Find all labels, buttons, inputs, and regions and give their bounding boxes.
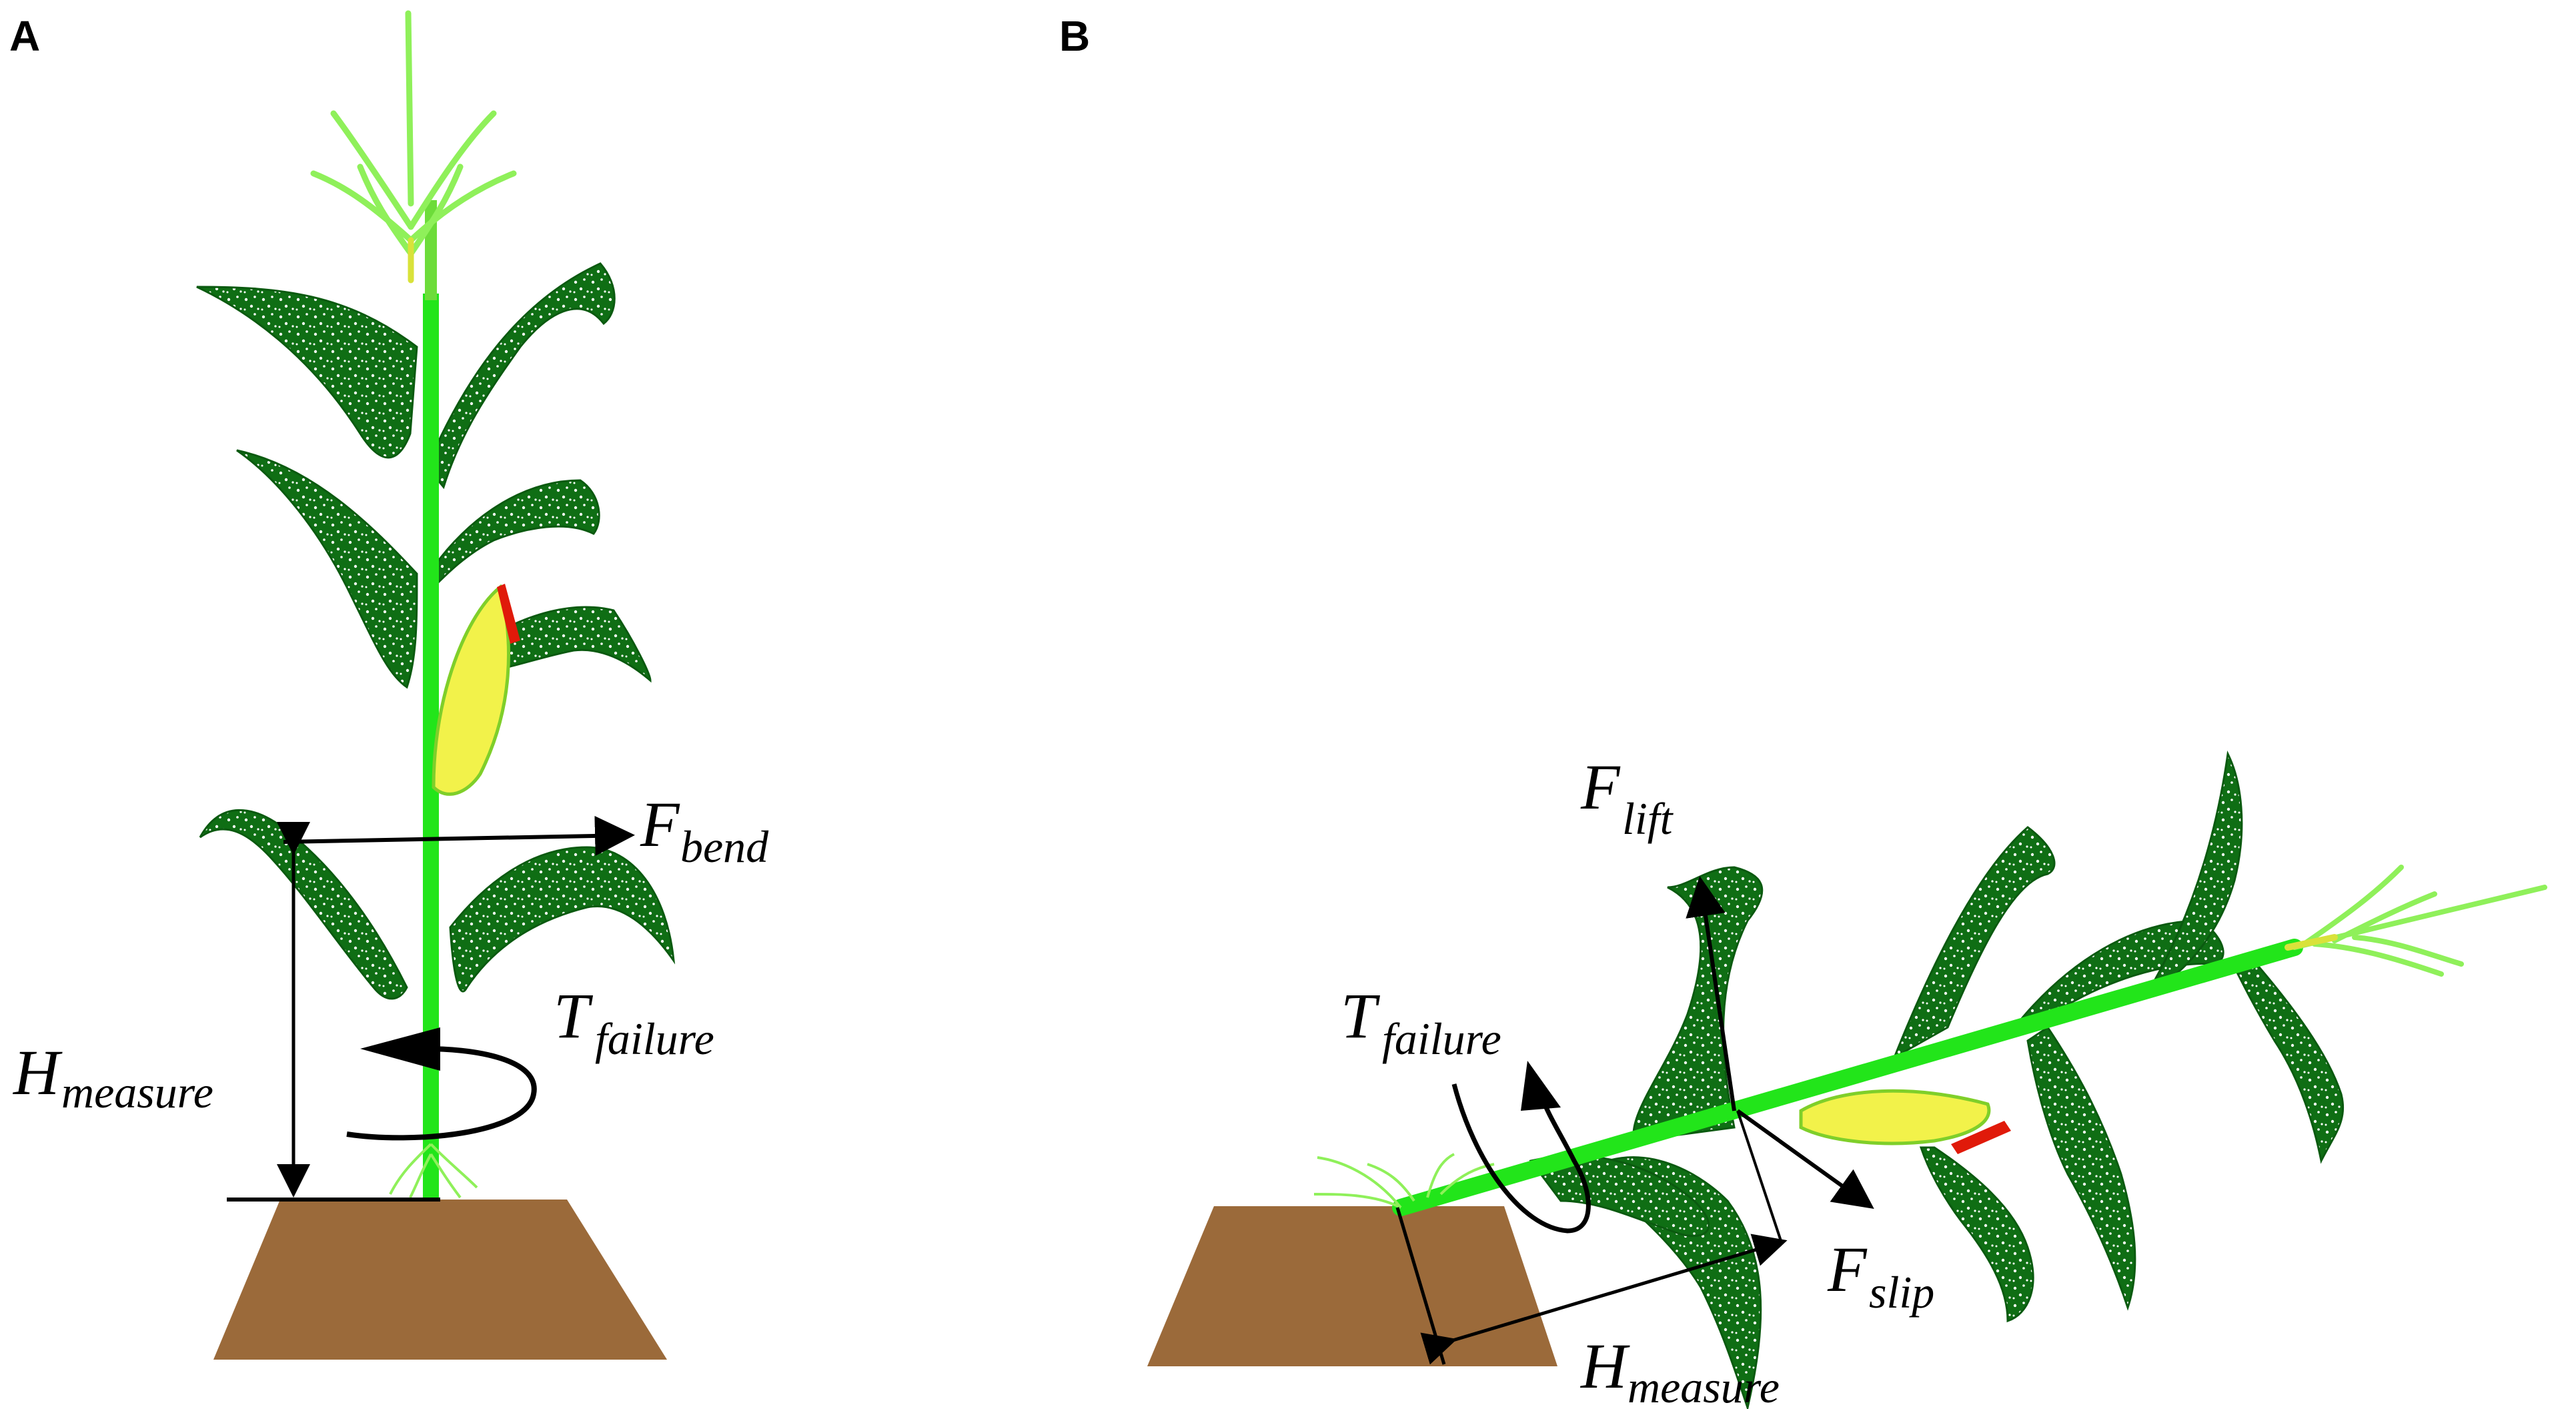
leaves-a (196, 262, 676, 1000)
f-slip-label: F slip (1827, 1234, 1934, 1318)
svg-text:F: F (1827, 1234, 1868, 1305)
panel-b-label: B (1059, 12, 1090, 60)
t-failure-arrow-a (346, 1045, 537, 1141)
f-bend-arrow (283, 815, 635, 856)
svg-text:measure: measure (61, 1067, 213, 1117)
svg-text:lift: lift (1622, 793, 1674, 844)
svg-text:F: F (640, 789, 680, 860)
leaf-b-upper-1 (1892, 826, 2056, 1060)
svg-text:T: T (1341, 980, 1381, 1051)
leaves-b (1529, 751, 2345, 1409)
svg-text:failure: failure (1382, 1013, 1501, 1064)
leaf-b-mid-lower (2026, 1025, 2136, 1311)
tassel-b (2285, 865, 2547, 977)
svg-text:H: H (1579, 1330, 1630, 1402)
leaf-a-mid-right (432, 479, 600, 590)
h-measure-label-a: H measure (12, 1037, 213, 1117)
h-measure-label-b: H measure (1579, 1330, 1780, 1409)
leaf-a-upper-right (426, 262, 616, 490)
t-failure-label-a: T failure (554, 980, 714, 1064)
leaf-a-lower-left (199, 809, 408, 1000)
f-lift-label: F lift (1580, 751, 1674, 844)
svg-text:measure: measure (1628, 1362, 1780, 1409)
tassel-a (310, 10, 517, 284)
t-failure-arrowhead-b (1521, 1061, 1561, 1111)
stalk-b (1392, 939, 2303, 1216)
svg-text:bend: bend (680, 821, 769, 872)
svg-text:failure: failure (595, 1013, 714, 1064)
soil-b (1147, 1206, 1557, 1366)
panel-a: A (9, 10, 769, 1360)
t-failure-arrow-b (1451, 1083, 1591, 1234)
leaf-a-mid-left (236, 449, 418, 689)
f-lift-arrow (1686, 876, 1736, 1111)
svg-text:H: H (12, 1037, 63, 1108)
leaf-b-ear-leaf (1919, 1146, 2034, 1323)
leaf-a-upper-left (196, 286, 418, 459)
roots-a (389, 1143, 478, 1199)
f-slip-arrow (1736, 1109, 1874, 1209)
svg-text:slip: slip (1869, 1267, 1934, 1318)
leaf-a-lower-right (449, 846, 676, 993)
soil-a (213, 1200, 667, 1360)
svg-text:T: T (554, 980, 594, 1051)
leaf-a-ear-leaf (482, 606, 652, 683)
leaf-b-upper-3 (2152, 751, 2243, 982)
f-lift-guide (1736, 1110, 1782, 1242)
panel-b: B (1059, 12, 2547, 1409)
t-failure-arrowhead-a (360, 1027, 440, 1071)
panel-a-label: A (9, 12, 40, 60)
t-failure-label-b: T failure (1341, 980, 1501, 1064)
f-bend-label: F bend (640, 789, 769, 872)
ear-a (432, 584, 520, 796)
leaf-b-tip-right (2229, 953, 2345, 1164)
svg-text:F: F (1580, 751, 1621, 823)
h-measure-arrow-b (1420, 1234, 1788, 1365)
ear-b (1799, 1089, 2011, 1154)
leaf-b-lower-left-2 (1529, 1155, 1710, 1238)
